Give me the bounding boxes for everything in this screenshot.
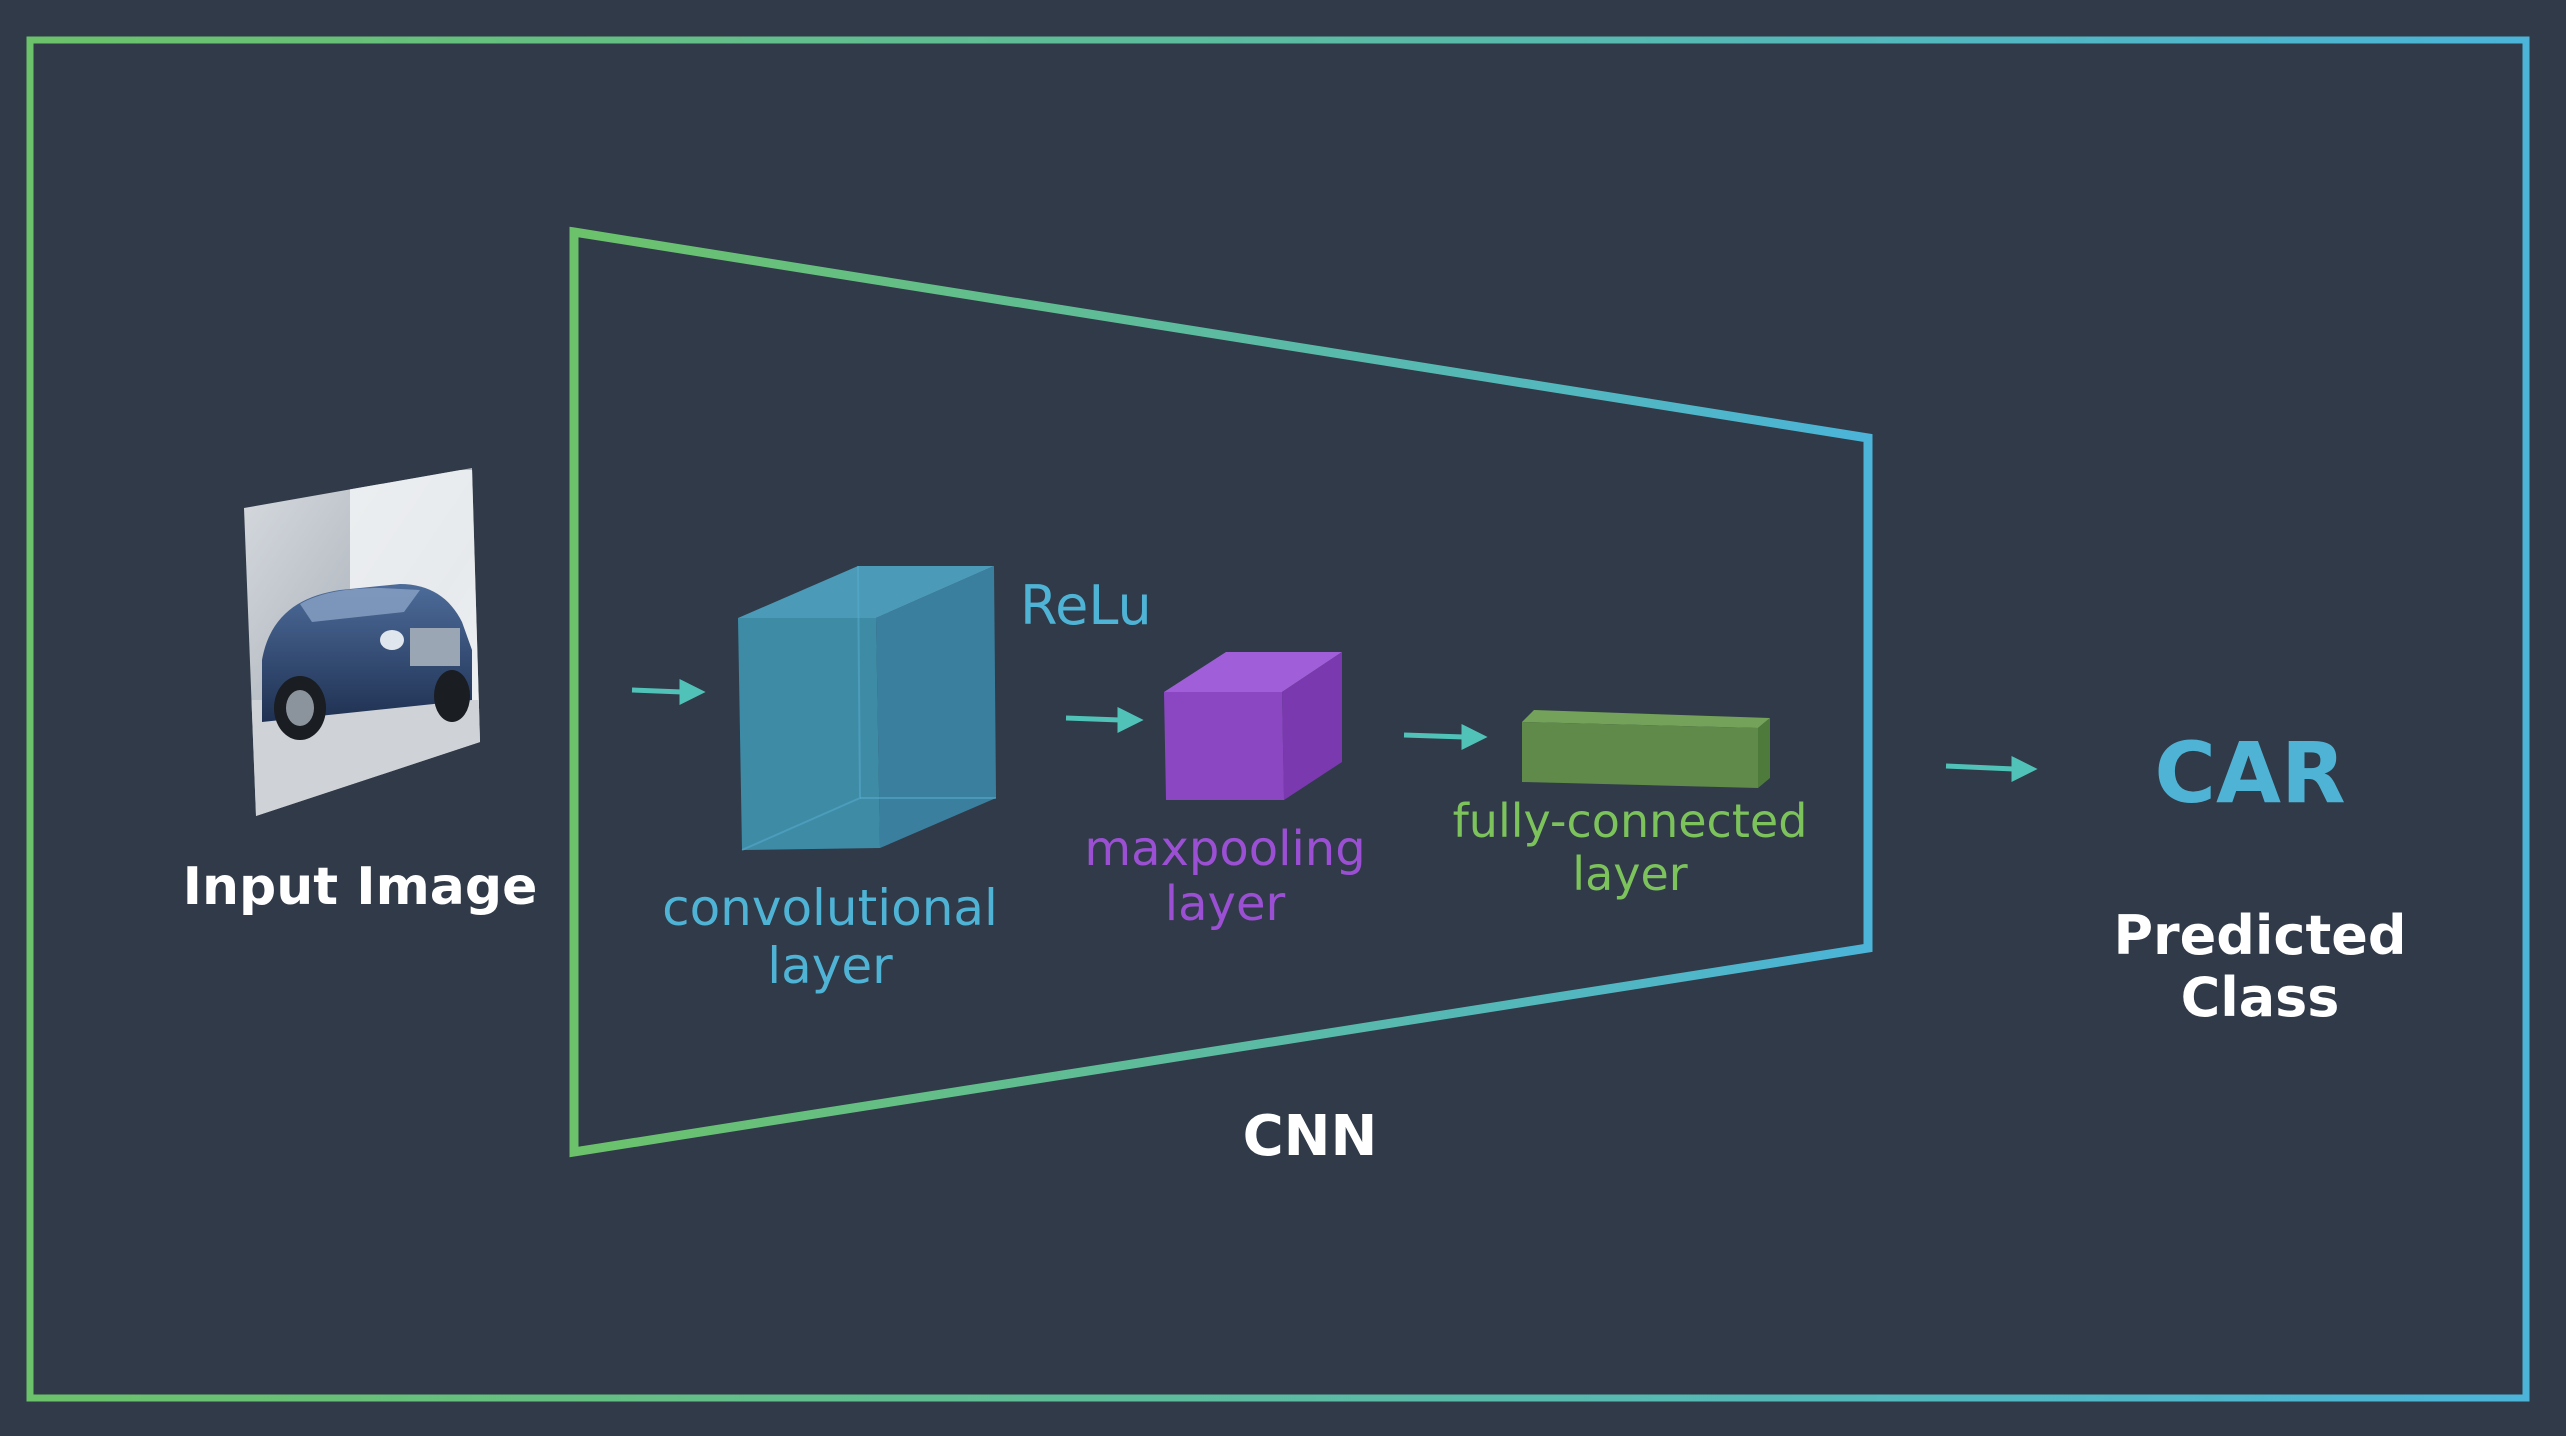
predicted-class-label: Predicted Class [2113,904,2407,1030]
cnn-trapezoid [569,226,1873,1158]
relu-label: ReLu [1020,574,1152,637]
fully-connected-layer-block [1522,710,1770,788]
car-photo-icon [244,468,480,816]
arrow-right-icon [1065,706,1144,734]
predicted-output-car: CAR [2154,724,2346,822]
maxpooling-layer-label: maxpooling layer [1084,821,1366,933]
input-image-label: Input Image [182,857,538,917]
outer-frame [26,36,2530,1402]
arrow-right-icon [631,678,706,706]
convolutional-layer-block [738,565,996,851]
cnn-label: CNN [1242,1104,1378,1169]
arrow-right-icon [1945,755,2038,783]
maxpooling-layer-block [1164,652,1342,800]
fully-connected-layer-label: fully-connected layer [1452,794,1808,901]
arrow-right-icon [1403,723,1488,751]
convolutional-layer-label: convolutional layer [662,879,998,995]
